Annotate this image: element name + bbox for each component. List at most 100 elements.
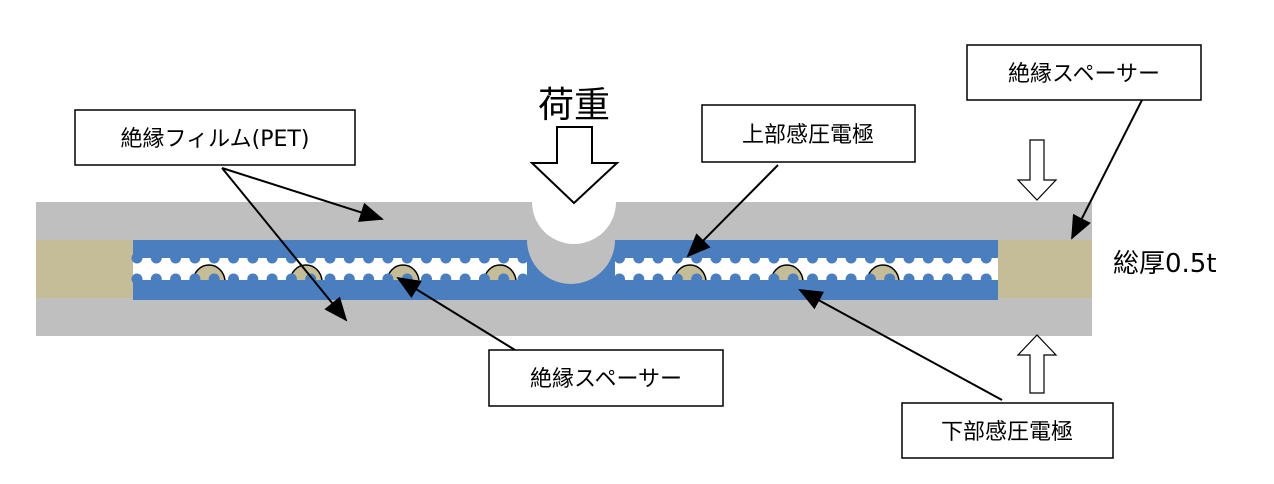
edge-spacer-left [36,240,133,298]
upper-electrode-bump [478,252,490,264]
upper-electrode-bump [710,252,722,264]
lower-electrode-callout: 下部感圧電極 [901,402,1114,459]
load-dent [532,202,616,244]
upper-electrode-bump [691,252,703,264]
lower-electrode-label: 下部感圧電極 [941,420,1073,445]
edge-spacer-right [998,240,1092,298]
lower-electrode-bump [266,273,278,285]
lower-electrode-bump [884,273,896,285]
upper-electrode-bump [266,252,278,264]
lower-electrode-bump [903,273,915,285]
lower-electrode-bump [614,273,625,285]
lower-electrode-bump [633,273,645,285]
upper-electrode-callout: 上部感圧電極 [701,104,916,163]
lower-electrode-bump [845,273,857,285]
lower-electrode-bump [382,273,394,285]
upper-electrode-bump [845,252,857,264]
lower-electrode-bump [208,273,220,285]
leader-film-bottom [221,167,348,322]
load-label: 荷重 [538,85,610,126]
lower-electrode-bump [343,273,355,285]
lower-electrode-bump [980,273,992,285]
lower-electrode-bump [228,273,239,285]
upper-electrode-bump [421,252,432,264]
upper-electrode-bump [671,252,683,264]
load-arrow-icon [529,126,620,205]
lower-electrode-bump [768,273,780,285]
lower-electrode-bump [922,273,934,285]
lower-electrode-bump [285,273,297,285]
total-thickness-label: 総厚0.5t [1113,249,1217,279]
film-dent [527,240,615,284]
upper-electrode-bump [228,252,239,264]
lower-electrode-bump [787,273,799,285]
lower-electrode-bump [305,273,317,285]
lower-electrode-bump [170,273,182,285]
lower-electrode-bump [710,273,722,285]
upper-electrode-bump [517,252,529,264]
upper-electrode-bump [150,252,162,264]
upper-electrode-bump [922,252,934,264]
spacer-bottom-label: 絶縁スペーサー [530,367,682,392]
upper-electrode-bump [131,252,143,264]
upper-electrode-bump [614,252,625,264]
lower-electrode-bump [478,273,490,285]
lower-electrode-bump [459,273,471,285]
insulating-film-callout: 絶縁フィルム(PET) [74,109,356,166]
upper-electrode-bump [459,252,471,264]
upper-electrode-bump [208,252,220,264]
upper-electrode-bump [942,252,954,264]
upper-electrode-bump [980,252,992,264]
lower-electrode-bump [864,273,876,285]
lower-electrode [133,280,998,300]
upper-electrode-label: 上部感圧電極 [742,123,874,148]
lower-electrode-bump [247,273,259,285]
lower-electrode-bump [150,273,162,285]
upper-electrode-bump [247,252,259,264]
lower-electrode-bump [942,273,954,285]
leader-spacer-bottom [396,276,516,351]
lower-electrode-bump [517,273,529,285]
lower-electrode-bump [691,273,703,285]
electrode-bumps [131,252,992,285]
upper-electrode-bump [382,252,394,264]
upper-electrode-bump [633,252,645,264]
upper-electrode-bump [440,252,452,264]
lower-electrode-bump [363,273,375,285]
insulating-film-label: 絶縁フィルム(PET) [121,127,310,152]
leader-film-top [221,167,384,222]
lower-electrode-bump [189,273,201,285]
upper-electrode-bump [884,252,896,264]
lower-electrode-bump [421,273,432,285]
lower-electrode-bump [729,273,741,285]
upper-electrode-bump [787,252,799,264]
thickness-arrow-down-icon [1016,139,1058,201]
upper-electrode-bump [807,252,818,264]
leader-upper-electrode [686,164,779,258]
lower-electrode-bump [671,273,683,285]
upper-electrode-bump [189,252,201,264]
upper-electrode-bump [729,252,741,264]
spacer-top-label: 絶縁スペーサー [1008,62,1160,87]
upper-electrode-bump [768,252,780,264]
upper-electrode-bump [652,252,664,264]
lower-electrode-bump [807,273,818,285]
upper-electrode-bump [305,252,317,264]
thickness-arrow-up-icon [1016,334,1058,394]
lower-electrode-bump [652,273,664,285]
upper-electrode-bump [749,252,761,264]
spacer-top-callout: 絶縁スペーサー [966,44,1202,101]
lower-electrode-bump [440,273,452,285]
spacer-bottom-callout: 絶縁スペーサー [488,349,724,407]
lower-electrode-bump [324,273,336,285]
lower-electrode-bump [498,273,510,285]
upper-electrode-bump [864,252,876,264]
lower-electrode-bump [131,273,143,285]
upper-electrode-bump [826,252,838,264]
leader-spacer-top [1071,99,1143,240]
upper-electrode-bump [170,252,182,264]
upper-electrode-bump [324,252,336,264]
upper-electrode-bump [401,252,413,264]
upper-electrode-bump [343,252,355,264]
